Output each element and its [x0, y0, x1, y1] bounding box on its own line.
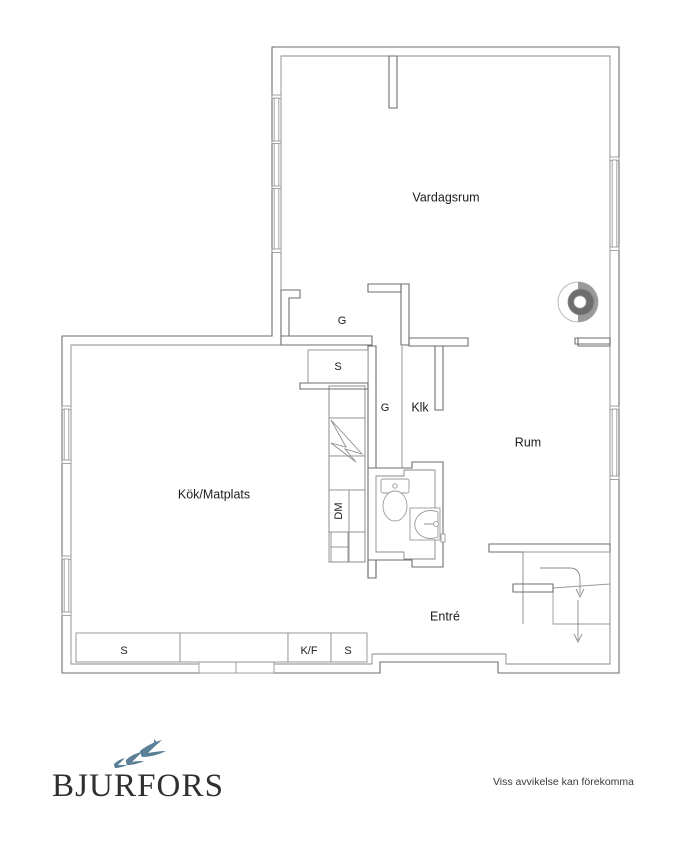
partition-horizontal	[280, 335, 373, 346]
windows	[61, 94, 620, 674]
hearth-wall	[574, 337, 611, 345]
induction-hob-icon	[330, 419, 364, 463]
drawer	[330, 546, 349, 563]
cabinet-run	[75, 632, 181, 663]
counter-segment	[328, 455, 366, 491]
cabinet-storage	[330, 632, 368, 663]
window-jamb	[271, 248, 282, 253]
bjurfors-logo: BJURFORS	[52, 738, 272, 808]
window-glass	[198, 661, 237, 674]
window-glass	[611, 159, 618, 249]
counter-segment	[348, 531, 366, 563]
shower-drain	[433, 521, 439, 527]
window-glass	[235, 661, 275, 674]
partition-nib-left	[280, 289, 301, 337]
counter-outline	[328, 385, 366, 563]
room-label-kok-matplats: Kök/Matplats	[178, 487, 250, 501]
room-labels: Vardagsrum Kök/Matplats Rum Entré Klk	[178, 190, 541, 623]
window-jamb	[609, 475, 620, 480]
fixture-label-dishwasher: DM	[333, 502, 345, 519]
counter-segment	[348, 489, 366, 533]
window-jamb	[609, 246, 620, 251]
window-glass	[611, 408, 618, 478]
fixture-label-storage-left: S	[120, 645, 127, 657]
room-label-klk: Klk	[411, 400, 429, 414]
window-jamb	[61, 611, 72, 616]
fixture-label-storage-upper: S	[334, 361, 341, 373]
shower-icon	[414, 510, 439, 539]
window-glass	[273, 97, 280, 251]
partition-vertical-g	[400, 283, 410, 346]
window-jamb	[61, 459, 72, 464]
fixture-labels: S S K/F S DM	[120, 361, 351, 657]
round-fireplace-icon	[557, 281, 599, 323]
room-label-vardagsrum: Vardagsrum	[412, 190, 479, 204]
kitchen-cabinets	[75, 349, 369, 663]
disclaimer-text: Viss avvikelse kan förekomma	[492, 776, 634, 788]
room-label-entre: Entré	[430, 609, 460, 623]
drawer	[330, 531, 349, 548]
partition-top-klk	[408, 337, 469, 347]
partition-right-klk	[434, 345, 444, 411]
window-glass	[63, 558, 70, 614]
cabinet-fridge-freezer	[287, 632, 332, 663]
room-label-rum: Rum	[515, 435, 541, 449]
window-glass	[63, 408, 70, 462]
partition-arm-g	[367, 283, 402, 293]
cabinet-run	[179, 632, 289, 663]
bathroom-fixtures	[380, 478, 446, 543]
staircase-down-icon	[512, 551, 611, 644]
closet-label-g-top: G	[338, 315, 347, 327]
partition-rum-top	[577, 337, 611, 347]
wc-jamb-south	[367, 559, 377, 579]
window-mullion	[271, 140, 282, 144]
partition-left-g-mid	[367, 345, 377, 469]
brand-wordmark: BJURFORS	[52, 768, 225, 804]
fixture-label-storage-right: S	[344, 645, 351, 657]
stair-arrowhead	[573, 633, 583, 644]
cabinet-base	[299, 382, 369, 390]
counter-segment	[328, 385, 366, 419]
outer-walls	[61, 46, 620, 674]
toilet-flush	[392, 483, 398, 489]
cabinet-upper-storage	[307, 349, 369, 384]
stair-rail	[512, 583, 554, 593]
fixture-label-fridge-freezer: K/F	[300, 645, 317, 657]
stair-arrowhead	[575, 588, 585, 599]
closet-labels: G G	[338, 315, 390, 414]
footer: BJURFORS Viss avvikelse kan förekomma	[0, 726, 678, 845]
stair-direction-curve	[540, 567, 581, 594]
window-mullion	[271, 185, 282, 189]
closet-label-g-mid: G	[381, 402, 390, 414]
bjurfors-birds-icon	[114, 739, 166, 768]
interior-walls	[280, 55, 611, 624]
toilet-icon	[382, 490, 408, 522]
door-marker	[440, 533, 446, 543]
partition-fin-top	[388, 55, 398, 109]
wc-walls-inner	[375, 469, 436, 560]
partition-stair-top	[488, 543, 611, 553]
